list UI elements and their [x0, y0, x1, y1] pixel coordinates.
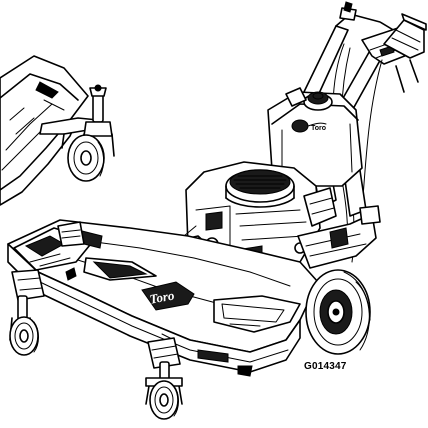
- mower-deck: Toro: [7, 219, 319, 377]
- caster-wheel-right: [145, 337, 183, 420]
- inset-deck-corner: [0, 55, 115, 206]
- caster-wheel-left: [9, 269, 45, 356]
- fuel-tank: Toro: [267, 87, 363, 187]
- svg-text:Toro: Toro: [148, 287, 176, 306]
- drive-wheel: [297, 205, 381, 355]
- svg-text:Toro: Toro: [311, 125, 326, 132]
- figure-code-label: G014347: [304, 361, 347, 372]
